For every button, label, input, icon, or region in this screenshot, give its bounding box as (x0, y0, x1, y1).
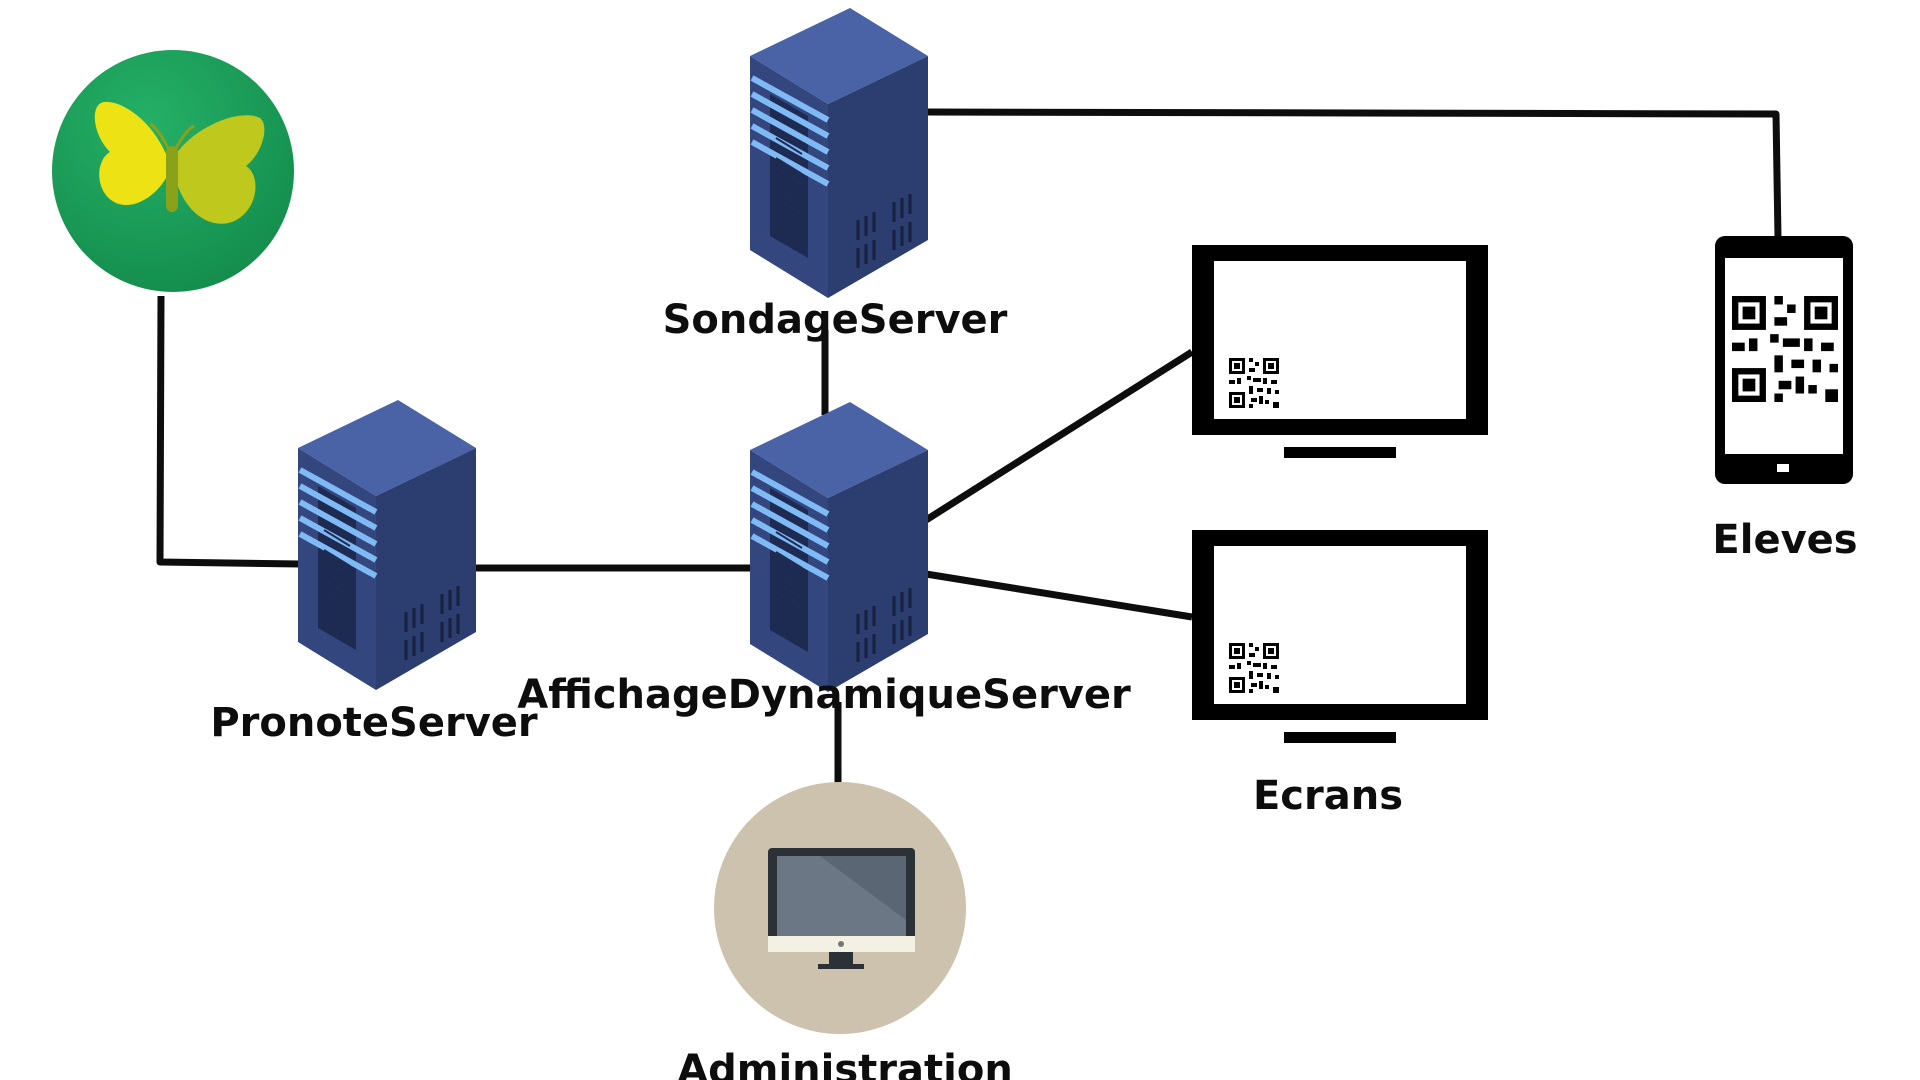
label-ecrans: Ecrans (1253, 773, 1403, 819)
link-affichage-screen-2 (925, 570, 1193, 621)
label-sondage-server: SondageServer (663, 297, 1008, 343)
server-rack-icon (750, 402, 928, 692)
butterfly-logo-icon (52, 50, 294, 292)
label-affichage-server: AffichageDynamiqueServer (517, 672, 1131, 718)
server-rack-icon (750, 8, 928, 298)
desktop-computer-icon (714, 782, 966, 1034)
label-administration: Administration (677, 1047, 1013, 1080)
link-sondage-eleves (926, 108, 1782, 239)
connection-lines (156, 108, 1782, 786)
label-eleves: Eleves (1712, 517, 1857, 563)
smartphone-with-qr-icon (1715, 236, 1853, 484)
link-affichage-screen-1 (924, 349, 1194, 523)
label-pronote-server: PronoteServer (210, 700, 538, 746)
server-rack-icon (298, 400, 476, 690)
monitor-with-qr-icon (1192, 245, 1488, 458)
link-pronote-logo (156, 295, 301, 568)
monitor-with-qr-icon (1192, 530, 1488, 743)
